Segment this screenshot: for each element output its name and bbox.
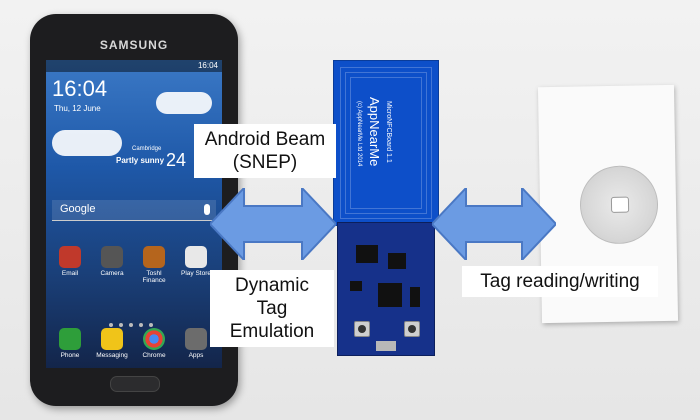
status-time: 16:04 [197,61,218,70]
phone-screen: 16:04 16:04 Thu, 12 June Cambridge Partl… [46,60,222,368]
toshl-finance-icon [143,246,165,268]
app-toshl-finance[interactable]: Toshl Finance [134,246,174,284]
double-arrow-right-icon [432,188,556,260]
nfc-board: MicroNFCBoard 1.1 AppNearMe (c) AppNearM… [333,60,439,356]
usb-port [376,341,396,351]
double-arrow-left-icon [210,188,336,260]
app-label: Camera [100,270,124,277]
tag-chip [610,196,630,213]
app-chrome[interactable]: Chrome [134,328,174,359]
google-search-bar[interactable]: Google [52,200,216,221]
app-messaging[interactable]: Messaging [92,328,132,359]
board-push-button[interactable] [354,321,370,337]
app-label: Chrome [142,352,166,359]
board-copyright: (c) AppNearMe Ltd 2014 [356,101,362,167]
tag-emulation-label: Dynamic Tag Emulation [210,270,334,347]
board-model: MicroNFCBoard 1.1 [385,101,392,163]
weather-location: Cambridge [132,146,162,152]
page-indicator [106,314,166,327]
app-play-store[interactable]: Play Store [176,246,216,277]
app-label: Email [61,270,79,277]
chrome-icon [143,328,165,350]
weather-cloud-icon [156,92,212,114]
nfc-tag-sticker [579,165,659,245]
app-label: Toshl Finance [142,270,166,284]
circuit-board [337,222,435,356]
app-email[interactable]: Email [50,246,90,277]
phone-brand: SAMSUNG [99,38,169,52]
tag-reading-label: Tag reading/writing [462,266,658,297]
status-bar: 16:04 [46,60,222,72]
nfc-antenna: MicroNFCBoard 1.1 AppNearMe (c) AppNearM… [333,60,439,226]
app-phone[interactable]: Phone [50,328,90,359]
lockscreen-date: Thu, 12 June [54,104,101,113]
app-label: Messaging [96,352,128,359]
microphone-icon[interactable] [204,204,210,215]
app-label: Phone [60,352,80,359]
apps-grid-icon [185,328,207,350]
board-push-button[interactable] [404,321,420,337]
play-store-icon [185,246,207,268]
camera-icon [101,246,123,268]
app-label: Apps [188,352,204,359]
weather-cloud-icon [52,130,122,156]
app-apps[interactable]: Apps [176,328,216,359]
lockscreen-clock: 16:04 [52,76,108,101]
messaging-icon [101,328,123,350]
weather-temperature: 24 [166,150,187,170]
google-search-label: Google [60,203,96,215]
board-brand: AppNearMe [367,97,382,167]
weather-condition: Partly sunny [116,156,165,165]
email-icon [59,246,81,268]
app-label: Play Store [181,270,211,277]
smartphone: SAMSUNG 16:04 16:04 Thu, 12 June Cambrid… [30,14,238,406]
android-beam-label: Android Beam (SNEP) [194,124,336,178]
app-camera[interactable]: Camera [92,246,132,277]
phone-icon [59,328,81,350]
home-button[interactable] [110,376,160,392]
